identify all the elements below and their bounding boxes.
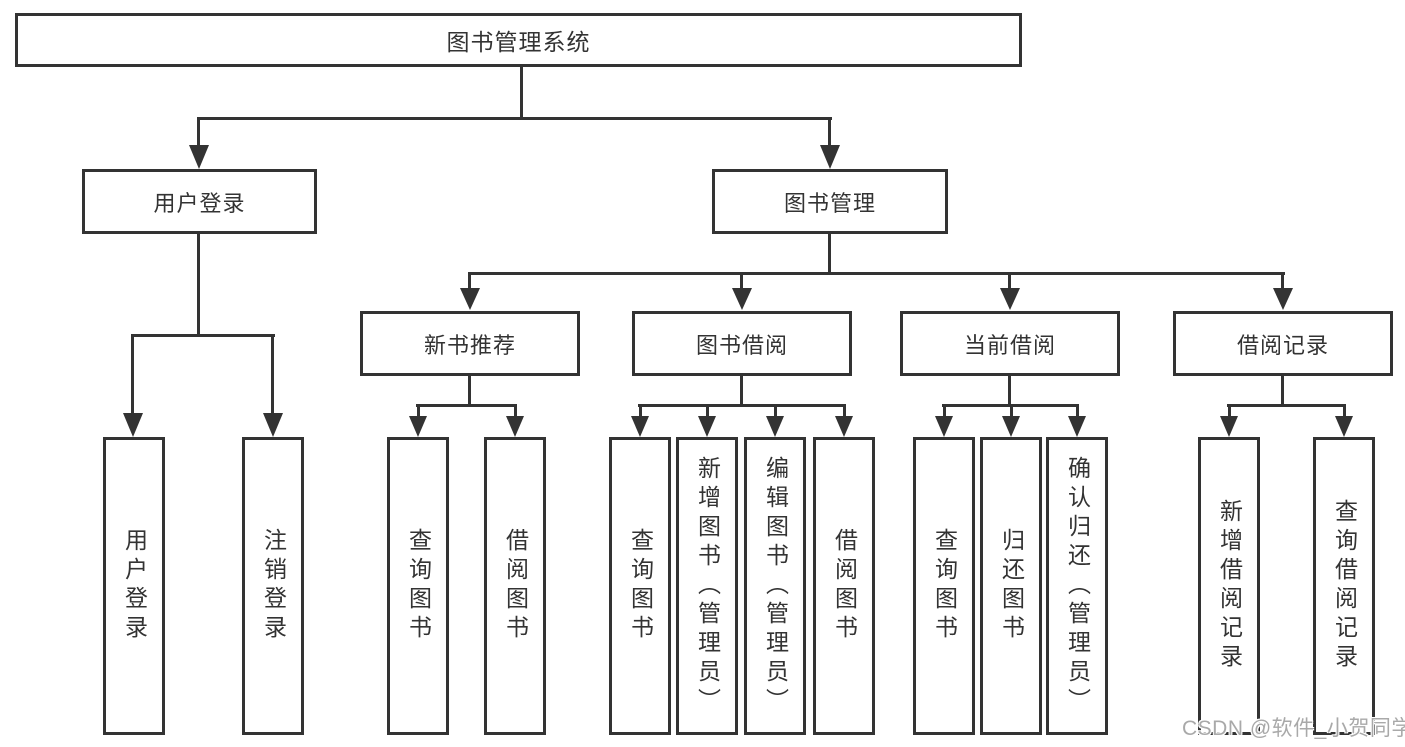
- leaf-logout: 注销登录: [242, 437, 304, 735]
- node-book-borrow-label: 图书借阅: [695, 332, 788, 358]
- arrow-down-icon: [1000, 288, 1020, 310]
- connector-line: [197, 117, 832, 120]
- node-borrow-records: 借阅记录: [1173, 311, 1393, 376]
- connector-line: [1008, 376, 1011, 407]
- connector-line: [943, 404, 946, 418]
- node-current-borrow-label: 当前借阅: [963, 332, 1056, 358]
- connector-line: [468, 272, 1285, 275]
- leaf-borrow-query-book-label: 查询图书: [627, 528, 654, 644]
- connector-line: [740, 376, 743, 407]
- leaf-return-book-label: 归还图书: [998, 528, 1025, 644]
- node-new-book-recommend-label: 新书推荐: [423, 332, 516, 358]
- arrow-down-icon: [189, 145, 209, 169]
- connector-line: [197, 117, 200, 148]
- arrow-down-icon: [123, 413, 143, 437]
- connector-line: [1228, 404, 1231, 418]
- connector-line: [468, 376, 471, 407]
- leaf-logout-label: 注销登录: [260, 528, 287, 644]
- connector-line: [131, 334, 134, 414]
- leaf-add-borrow-record-label: 新增借阅记录: [1216, 499, 1243, 673]
- node-book-management: 图书管理: [712, 169, 948, 234]
- node-root-label: 图书管理系统: [446, 29, 591, 55]
- arrow-down-icon: [1335, 416, 1353, 437]
- leaf-query-borrow-record: 查询借阅记录: [1313, 437, 1375, 735]
- arrow-down-icon: [935, 416, 953, 437]
- leaf-borrow-query-book: 查询图书: [609, 437, 671, 735]
- connector-line: [131, 334, 275, 337]
- connector-line: [416, 404, 517, 407]
- leaf-user-login-label: 用户登录: [121, 528, 148, 644]
- leaf-add-book-admin: 新增图书（管理员）: [676, 437, 738, 735]
- connector-line: [417, 404, 420, 418]
- connector-line: [520, 67, 523, 118]
- arrow-down-icon: [698, 416, 716, 437]
- node-book-borrow: 图书借阅: [632, 311, 852, 376]
- arrow-down-icon: [820, 145, 840, 169]
- leaf-query-borrow-record-label: 查询借阅记录: [1331, 499, 1358, 673]
- arrow-down-icon: [835, 416, 853, 437]
- arrow-down-icon: [1220, 416, 1238, 437]
- connector-line: [514, 404, 517, 418]
- node-book-management-label: 图书管理: [783, 190, 876, 216]
- leaf-borrow-book-label: 借阅图书: [831, 528, 858, 644]
- node-current-borrow: 当前借阅: [900, 311, 1120, 376]
- connector-line: [1281, 376, 1284, 407]
- arrow-down-icon: [732, 288, 752, 310]
- connector-line: [197, 234, 200, 337]
- node-borrow-records-label: 借阅记录: [1236, 332, 1329, 358]
- connector-line: [740, 272, 743, 292]
- connector-line: [1008, 272, 1011, 292]
- leaf-user-login: 用户登录: [103, 437, 165, 735]
- leaf-current-query-book: 查询图书: [913, 437, 975, 735]
- arrow-down-icon: [460, 288, 480, 310]
- connector-line: [828, 234, 831, 275]
- connector-line: [1227, 404, 1346, 407]
- node-root: 图书管理系统: [15, 13, 1022, 67]
- arrow-down-icon: [1002, 416, 1020, 437]
- connector-line: [828, 117, 831, 148]
- connector-line: [774, 404, 777, 418]
- node-user-login: 用户登录: [82, 169, 317, 234]
- connector-line: [639, 404, 642, 418]
- leaf-edit-book-admin: 编辑图书（管理员）: [744, 437, 806, 735]
- csdn-watermark: CSDN @软件_小贺同学: [1182, 717, 1405, 740]
- leaf-confirm-return-admin-label: 确认归还（管理员）: [1064, 455, 1091, 717]
- connector-line: [1343, 404, 1346, 418]
- connector-line: [1076, 404, 1079, 418]
- node-user-login-label: 用户登录: [153, 190, 246, 216]
- arrow-down-icon: [409, 416, 427, 437]
- leaf-return-book: 归还图书: [980, 437, 1042, 735]
- leaf-recommend-borrow-book: 借阅图书: [484, 437, 546, 735]
- connector-line: [468, 272, 471, 292]
- leaf-recommend-query-book: 查询图书: [387, 437, 449, 735]
- arrow-down-icon: [631, 416, 649, 437]
- connector-line: [1010, 404, 1013, 418]
- node-new-book-recommend: 新书推荐: [360, 311, 580, 376]
- arrow-down-icon: [1068, 416, 1086, 437]
- leaf-edit-book-admin-label: 编辑图书（管理员）: [762, 455, 789, 717]
- arrow-down-icon: [263, 413, 283, 437]
- connector-line: [638, 404, 846, 407]
- connector-line: [706, 404, 709, 418]
- arrow-down-icon: [766, 416, 784, 437]
- leaf-add-borrow-record: 新增借阅记录: [1198, 437, 1260, 735]
- leaf-confirm-return-admin: 确认归还（管理员）: [1046, 437, 1108, 735]
- leaf-recommend-borrow-book-label: 借阅图书: [502, 528, 529, 644]
- arrow-down-icon: [506, 416, 524, 437]
- leaf-recommend-query-book-label: 查询图书: [405, 528, 432, 644]
- leaf-borrow-book: 借阅图书: [813, 437, 875, 735]
- leaf-current-query-book-label: 查询图书: [931, 528, 958, 644]
- connector-line: [843, 404, 846, 418]
- leaf-add-book-admin-label: 新增图书（管理员）: [694, 455, 721, 717]
- connector-line: [271, 334, 274, 414]
- arrow-down-icon: [1273, 288, 1293, 310]
- connector-line: [1281, 272, 1284, 292]
